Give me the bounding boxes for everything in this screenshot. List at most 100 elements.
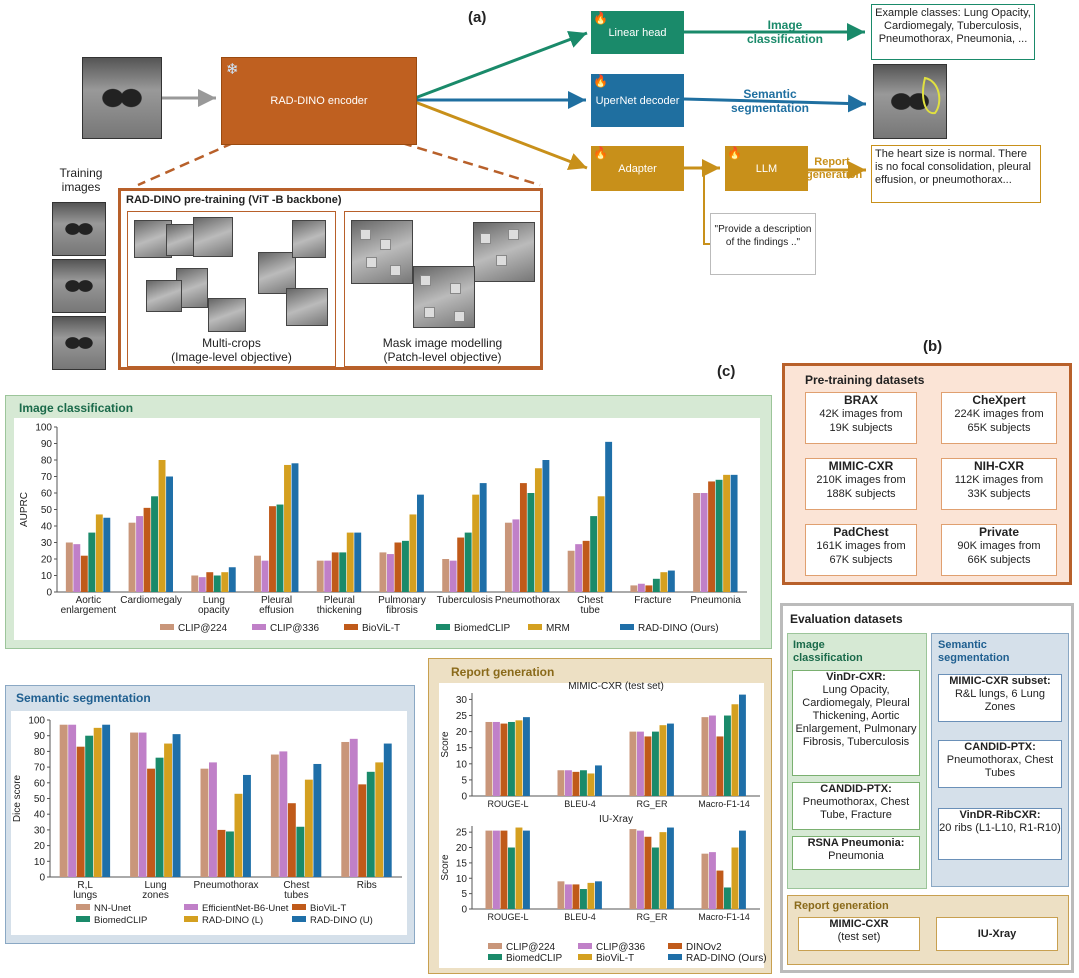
bar	[164, 743, 172, 877]
bar	[485, 721, 493, 796]
bar	[472, 494, 480, 592]
bar	[582, 540, 590, 592]
legend-swatch	[292, 916, 306, 922]
bar	[500, 723, 508, 796]
legend-label: MRM	[546, 623, 570, 634]
bar	[567, 550, 575, 592]
prompt-box: "Provide a description of the findings .…	[710, 213, 816, 275]
x-tick-label: tube	[580, 605, 600, 616]
bar	[379, 552, 387, 592]
x-tick-label: RG_ER	[636, 799, 668, 809]
y-axis-label: Dice score	[12, 774, 23, 822]
bar	[660, 572, 668, 592]
legend-swatch	[436, 624, 450, 630]
x-tick-label: BLEU-4	[564, 799, 596, 809]
bar	[291, 463, 299, 592]
legend-label: NN-Unet	[94, 903, 131, 914]
x-tick-label: tubes	[284, 890, 308, 901]
label-c: (c)	[717, 363, 736, 380]
y-tick-label: 40	[41, 522, 53, 533]
eval-report-title: Report generation	[794, 900, 889, 912]
legend-swatch	[488, 943, 502, 949]
bar	[723, 474, 731, 592]
y-tick-label: 10	[41, 571, 53, 582]
bar	[534, 468, 542, 592]
bar	[587, 882, 595, 909]
bar	[261, 560, 269, 592]
bar	[457, 537, 465, 592]
legend-label: CLIP@224	[506, 942, 556, 953]
legend-label: BioViL-T	[310, 903, 346, 914]
legend-swatch	[668, 943, 682, 949]
x-tick-label: Chest	[283, 880, 309, 891]
bar	[226, 831, 234, 877]
bar	[630, 585, 638, 592]
y-tick-label: 20	[34, 841, 46, 852]
bar	[346, 532, 354, 592]
y-tick-label: 60	[41, 489, 53, 500]
y-tick-label: 100	[35, 423, 52, 434]
llm-label: LLM	[755, 162, 778, 175]
bar	[349, 738, 358, 877]
y-tick-label: 100	[28, 716, 45, 727]
bar	[572, 884, 580, 909]
bar	[595, 765, 602, 796]
bar	[394, 542, 402, 592]
bar	[565, 770, 572, 796]
y-tick-label: 20	[456, 727, 468, 738]
y-tick-label: 0	[46, 588, 52, 599]
crop-image	[134, 220, 172, 258]
bar	[155, 757, 164, 877]
y-tick-label: 80	[34, 747, 46, 758]
x-tick-label: Lung	[203, 595, 225, 606]
x-tick-label: Macro-F1-14	[698, 799, 750, 809]
multicrops-label: Multi-crops(Image-level objective)	[171, 336, 292, 364]
adapter-label: Adapter	[618, 162, 657, 175]
legend-label: RAD-DINO (U)	[310, 915, 373, 926]
legend-swatch	[76, 904, 90, 910]
crop-image	[286, 288, 328, 326]
report-output-box: The heart size is normal. There is no fo…	[871, 145, 1041, 203]
bar	[730, 474, 738, 592]
bar	[284, 464, 291, 592]
bar	[172, 734, 181, 877]
x-tick-label: lungs	[73, 890, 97, 901]
bar	[652, 578, 660, 592]
bar	[254, 555, 261, 592]
y-tick-label: 25	[456, 711, 468, 722]
legend-label: BioViL-T	[362, 623, 400, 634]
bar	[605, 441, 613, 592]
bar	[234, 793, 243, 877]
x-tick-label: Lung	[144, 880, 166, 891]
x-tick-label: zones	[142, 890, 169, 901]
bar	[523, 830, 530, 909]
bar	[316, 560, 324, 592]
bar	[739, 694, 746, 796]
bar	[151, 496, 158, 592]
bar	[228, 567, 236, 592]
adapter-node: 🔥 Adapter	[591, 146, 684, 191]
bar	[644, 736, 652, 796]
legend-label: RAD-DINO (Ours)	[686, 953, 767, 964]
bar	[339, 552, 347, 592]
legend-label: DINOv2	[686, 942, 722, 953]
bar	[709, 715, 716, 796]
heart-outline	[922, 76, 941, 115]
bar	[417, 494, 424, 592]
x-tick-label: RG_ER	[636, 912, 668, 922]
legend-swatch	[252, 624, 266, 630]
bar	[270, 754, 279, 877]
bar	[65, 542, 73, 592]
crop-image	[193, 217, 233, 257]
y-tick-label: 50	[34, 794, 46, 805]
x-tick-label: BLEU-4	[564, 912, 596, 922]
y-tick-label: 10	[456, 759, 468, 770]
bar	[166, 476, 173, 592]
bar	[485, 830, 493, 909]
legend-label: BioViL-T	[596, 953, 634, 964]
bar	[138, 732, 147, 877]
bar	[659, 725, 667, 796]
bar	[708, 481, 716, 592]
